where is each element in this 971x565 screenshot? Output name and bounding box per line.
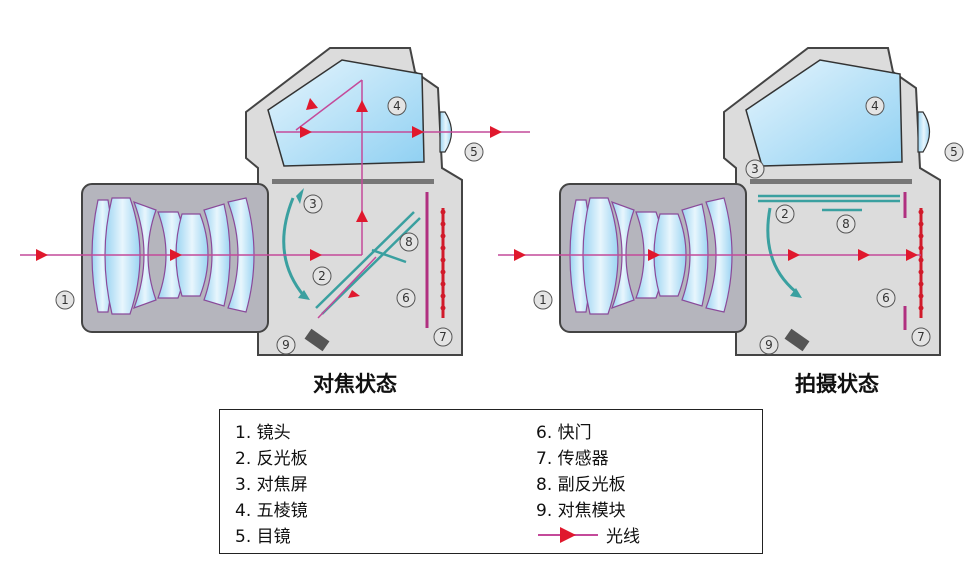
svg-text:8: 8 [842,217,850,231]
callout-2: 2 [312,266,332,286]
pentaprism [745,59,903,167]
focusing-screen [272,179,434,184]
ray-arrows [36,98,502,298]
callout-9: 9 [276,335,296,355]
light-ray-symbol [538,527,598,543]
svg-text:8: 8 [405,235,413,249]
legend-item-lens: 1. 镜头 [235,423,291,443]
svg-text:1: 1 [539,293,547,307]
callout-4: 4 [865,96,885,116]
callout-8: 8 [399,232,419,252]
svg-text:3: 3 [309,197,317,211]
svg-text:7: 7 [917,330,925,344]
legend-item-af-module: 9. 对焦模块 [536,501,626,521]
svg-text:3: 3 [751,162,759,176]
callout-6: 6 [876,288,896,308]
ray-arrows [514,249,918,261]
callout-9: 9 [759,335,779,355]
callout-3: 3 [745,159,765,179]
focusing-screen [750,179,912,184]
svg-text:5: 5 [470,145,478,159]
callout-7: 7 [433,327,453,347]
callout-7: 7 [911,327,931,347]
svg-text:9: 9 [282,338,290,352]
sub-mirror [371,248,407,264]
svg-text:5: 5 [950,145,958,159]
main-mirror [315,211,421,315]
af-module [304,328,330,352]
camera-shoot-state: 1 2 3 4 5 6 7 8 9 [498,47,964,356]
svg-text:6: 6 [402,291,410,305]
af-module [784,328,810,352]
legend-light-label: 光线 [606,527,640,547]
svg-text:7: 7 [439,330,447,344]
main-mirror [758,194,900,203]
legend-item-focusing-screen: 3. 对焦屏 [235,475,308,495]
svg-text:6: 6 [882,291,890,305]
sensor [918,208,924,318]
svg-text:4: 4 [871,99,879,113]
callout-5: 5 [944,142,964,162]
legend-item-pentaprism: 4. 五棱镜 [235,501,308,521]
callout-8: 8 [836,214,856,234]
callout-2: 2 [775,204,795,224]
legend-item-sub-mirror: 8. 副反光板 [536,475,626,495]
legend-item-sensor: 7. 传感器 [536,449,609,469]
legend-item-eyepiece: 5. 目镜 [235,527,291,547]
svg-text:9: 9 [765,338,773,352]
mirror-swing-arrow [766,207,797,294]
eyepiece [917,111,931,153]
svg-text:1: 1 [61,293,69,307]
svg-text:4: 4 [393,99,401,113]
legend-box: 1. 镜头 2. 反光板 3. 对焦屏 4. 五棱镜 5. 目镜 6. 快门 7… [219,409,763,554]
legend-item-shutter: 6. 快门 [536,423,592,443]
sensor [440,208,446,318]
svg-text:2: 2 [781,207,789,221]
callout-1: 1 [55,290,75,310]
legend-item-light-ray: 光线 [536,522,736,548]
callout-4: 4 [387,96,407,116]
caption-shoot-state: 拍摄状态 [795,372,879,396]
callout-3: 3 [303,194,323,214]
caption-focus-state: 对焦状态 [313,372,397,396]
pentaprism [267,59,425,167]
camera-focus-state: 1 2 3 4 5 6 7 8 9 [20,47,530,356]
svg-text:2: 2 [318,269,326,283]
mirror-swing-arrow [282,197,306,297]
callout-1: 1 [533,290,553,310]
legend-item-reflex-mirror: 2. 反光板 [235,449,308,469]
callout-6: 6 [396,288,416,308]
callout-5: 5 [464,142,484,162]
